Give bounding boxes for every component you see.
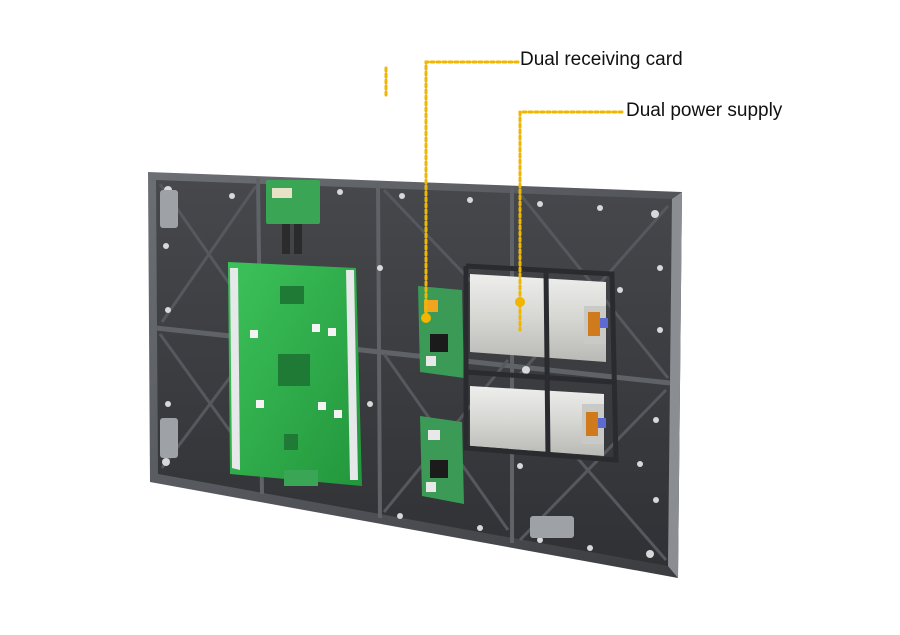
top-small-board	[266, 180, 320, 254]
callout-lines	[384, 60, 624, 332]
callout-label-receiving-card: Dual receiving card	[520, 49, 683, 70]
callout-dot-receiving-card	[421, 313, 431, 323]
callout-dot-power-supply	[515, 297, 525, 307]
receiving-card-lower	[420, 416, 464, 504]
cabinet-side-edge	[668, 192, 682, 578]
lock-bottom-right	[530, 516, 574, 538]
lock-bottom-left	[160, 418, 178, 458]
callout-label-power-supply: Dual power supply	[626, 100, 783, 121]
power-supply-upper	[470, 274, 608, 362]
callout-line-power-supply	[518, 110, 624, 332]
lock-top-left	[160, 190, 178, 228]
hub-board	[228, 262, 362, 486]
receiving-card-upper	[418, 286, 464, 378]
cabinet	[148, 172, 682, 578]
callout-line-receiving-card	[424, 60, 520, 320]
psu-bracket	[463, 263, 619, 463]
callout-dots	[421, 297, 525, 323]
power-supply-lower	[470, 386, 606, 456]
